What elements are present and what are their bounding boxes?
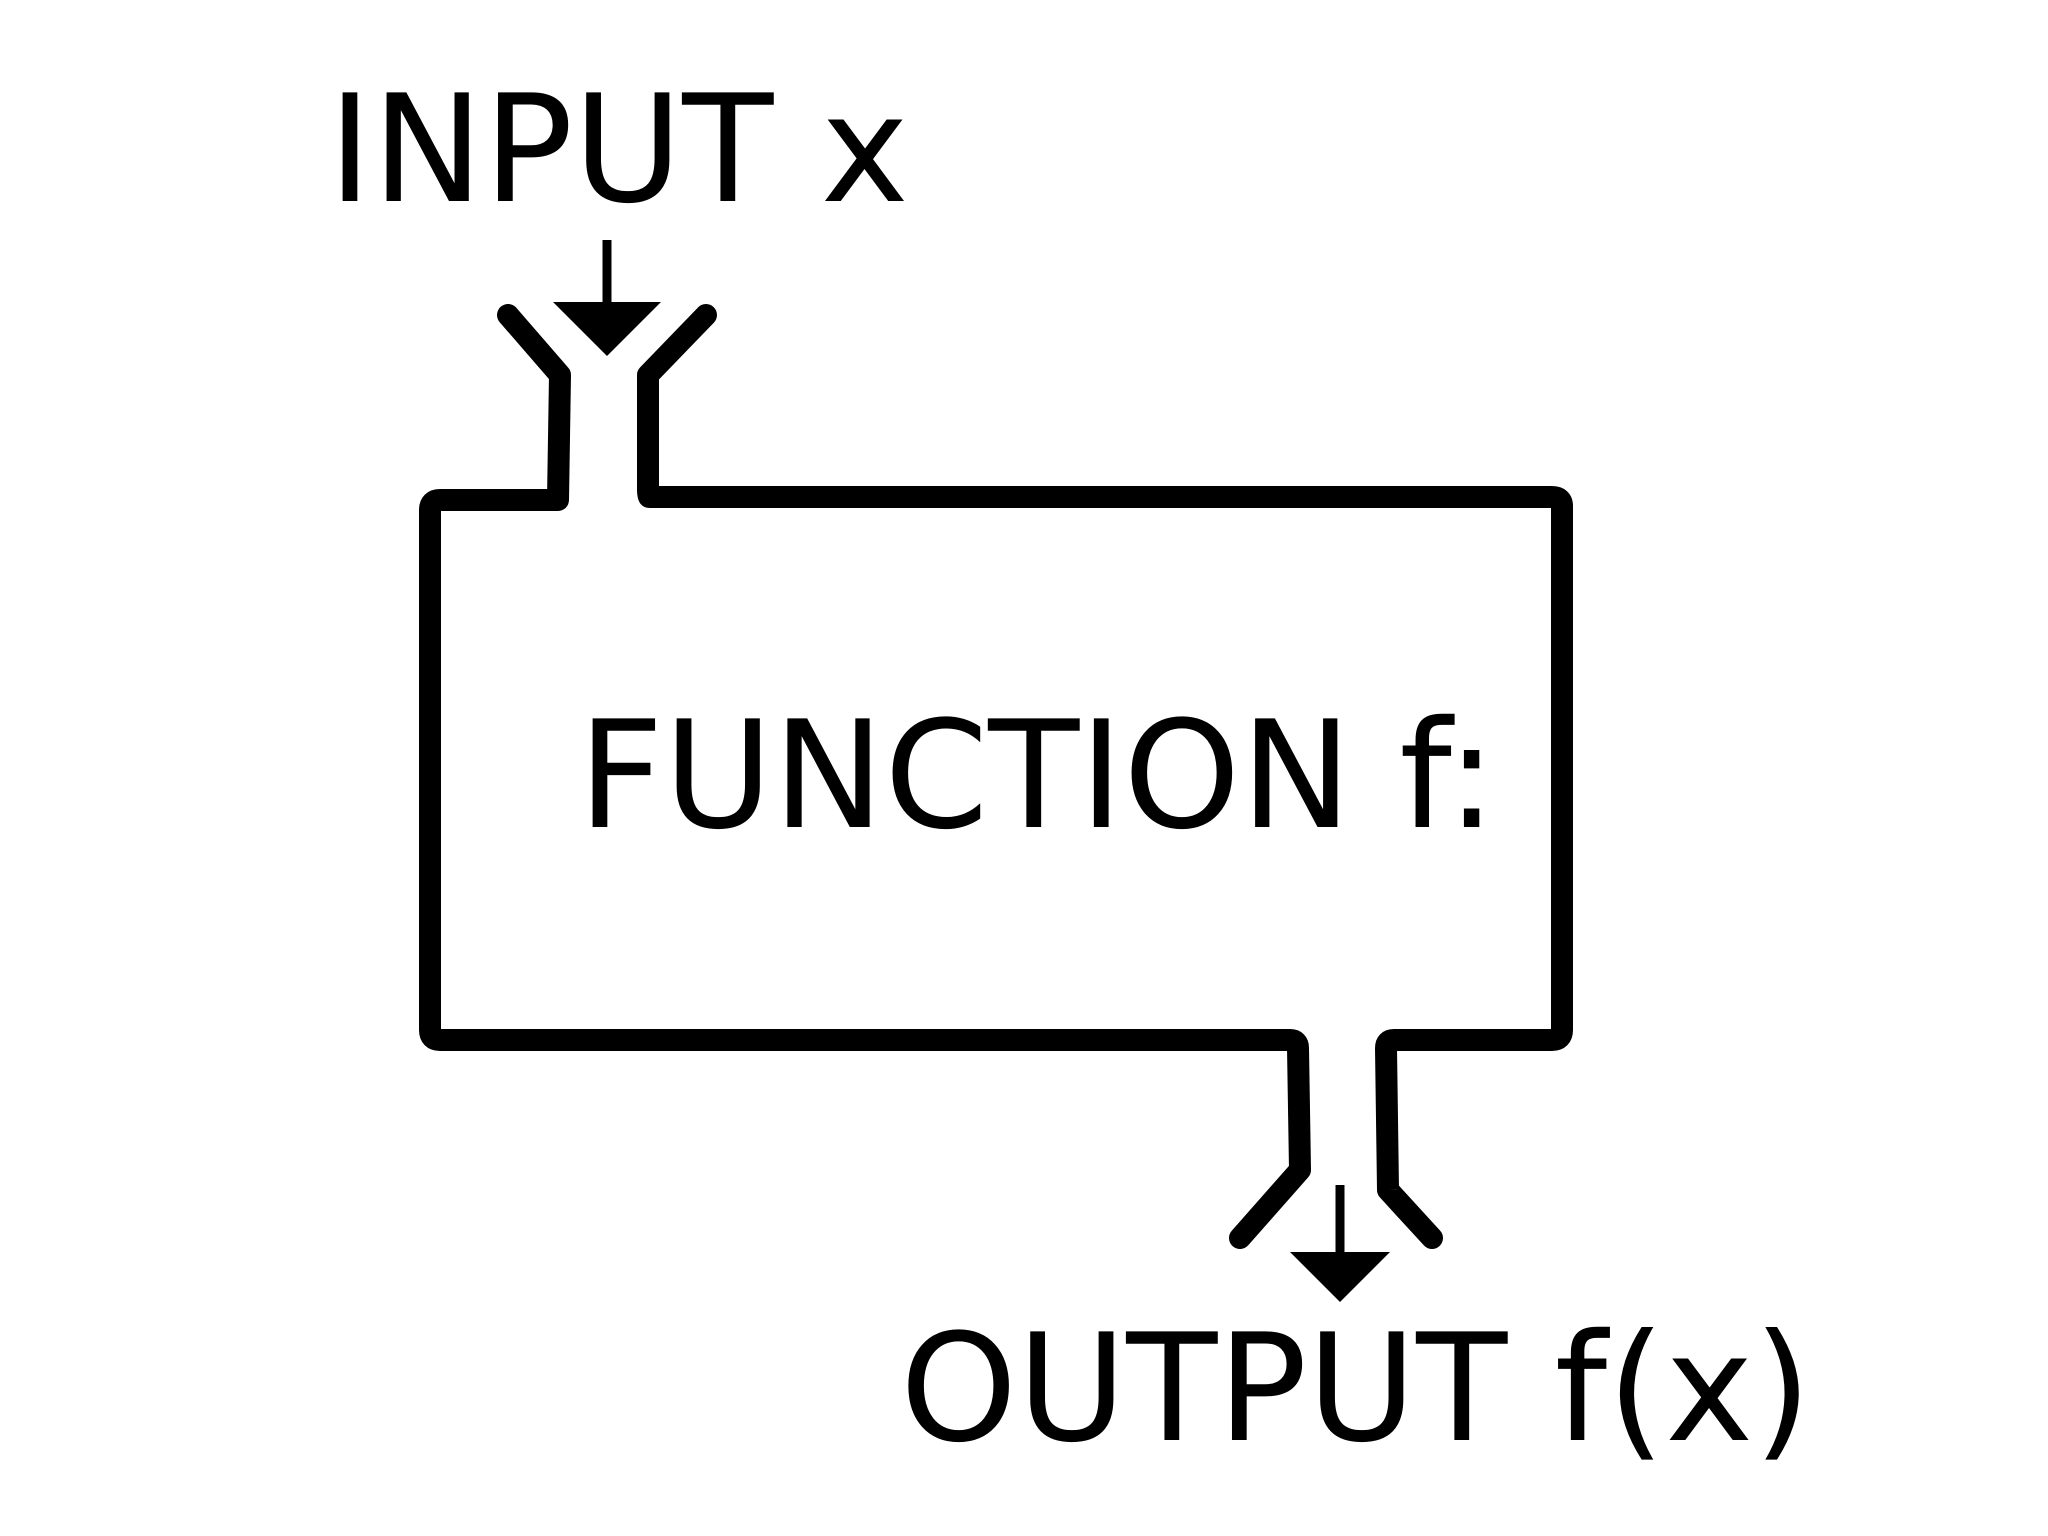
function-machine-box (419, 304, 1573, 1249)
input-label: INPUT x (328, 64, 909, 237)
output-label: OUTPUT f(x) (900, 1303, 1812, 1476)
function-label: FUNCTION f: (578, 690, 1497, 863)
output-arrow-icon (1290, 1185, 1390, 1302)
input-arrow-icon (553, 240, 661, 356)
